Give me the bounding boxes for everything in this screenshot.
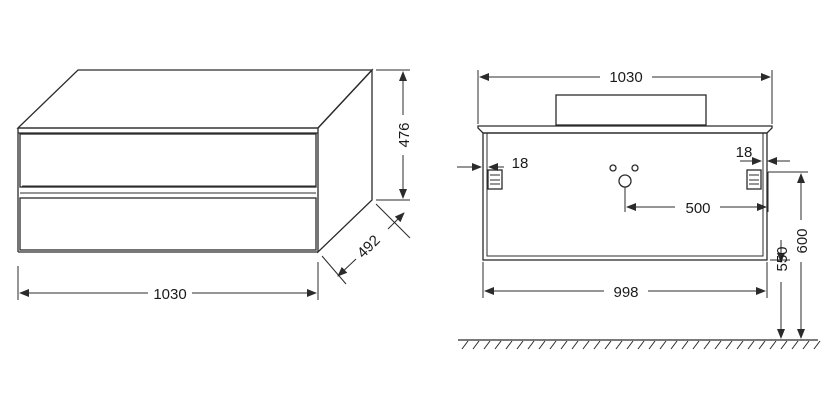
perspective-width-label: 1030	[153, 286, 186, 303]
bottom-drawer	[19, 192, 317, 251]
floor-hatch-stroke	[791, 340, 799, 350]
floor-hatch-stroke	[714, 340, 722, 350]
floor-hatch-stroke	[538, 340, 546, 350]
floor-hatch-stroke	[637, 340, 645, 350]
right-bracket	[746, 169, 762, 190]
floor-hatch-stroke	[604, 340, 612, 350]
floor-hatch-stroke	[626, 340, 634, 350]
floor-hatch-stroke	[571, 340, 579, 350]
mounting-holes	[609, 164, 639, 188]
perspective-depth-label: 492	[354, 232, 384, 262]
floor-hatch-stroke	[769, 340, 777, 350]
floor-hatch-stroke	[813, 340, 821, 350]
perspective-view: 1030 476 492	[16, 68, 413, 303]
floor-hatch-stroke	[505, 340, 513, 350]
cabinet-inner-frame	[486, 132, 764, 257]
height-600-label: 600	[794, 228, 811, 253]
floor-hatch-stroke	[659, 340, 667, 350]
inner-width-dimension	[482, 262, 768, 298]
inner-width-label: 998	[613, 284, 638, 301]
front-width-label: 1030	[609, 69, 642, 86]
floor-hatch-stroke	[681, 340, 689, 350]
floor-hatch-stroke	[736, 340, 744, 350]
floor-hatch-stroke	[780, 340, 788, 350]
right-offset-label: 18	[736, 144, 753, 161]
front-view: 1030 18 18 500 998	[457, 69, 821, 350]
floor-hatch-stroke	[692, 340, 700, 350]
floor-hatch-stroke	[725, 340, 733, 350]
perspective-height-label: 476	[396, 122, 413, 147]
floor-hatch-stroke	[461, 340, 469, 350]
floor-hatch-stroke	[549, 340, 557, 350]
left-offset-label: 18	[512, 155, 529, 172]
front-width-dimension	[477, 70, 773, 124]
floor-hatch-stroke	[593, 340, 601, 350]
height-550-dimension	[770, 240, 790, 339]
top-drawer	[19, 133, 317, 188]
floor-hatch-stroke	[703, 340, 711, 350]
floor-hatch-stroke	[758, 340, 766, 350]
perspective-width-dimension	[17, 262, 319, 300]
countertop	[477, 125, 773, 134]
floor-hatch-stroke	[560, 340, 568, 350]
floor-hatch-stroke	[582, 340, 590, 350]
cabinet-body	[16, 68, 374, 254]
perspective-depth-dimension	[321, 203, 411, 285]
floor-hatch-stroke	[483, 340, 491, 350]
floor-hatch-stroke	[494, 340, 502, 350]
hole-distance-dimension	[624, 171, 808, 212]
floor-hatch-stroke	[516, 340, 524, 350]
floor-hatch-stroke	[615, 340, 623, 350]
floor-line	[458, 339, 821, 350]
floor-hatch-stroke	[670, 340, 678, 350]
floor-hatch-stroke	[472, 340, 480, 350]
floor-hatch-stroke	[648, 340, 656, 350]
hole-distance-label: 500	[685, 200, 710, 217]
left-bracket	[487, 169, 503, 190]
floor-hatch-stroke	[527, 340, 535, 350]
floor-hatch-stroke	[802, 340, 810, 350]
basin	[555, 94, 707, 126]
floor-hatch-stroke	[747, 340, 755, 350]
perspective-height-dimension	[376, 69, 410, 201]
height-550-label: 550	[774, 246, 791, 271]
